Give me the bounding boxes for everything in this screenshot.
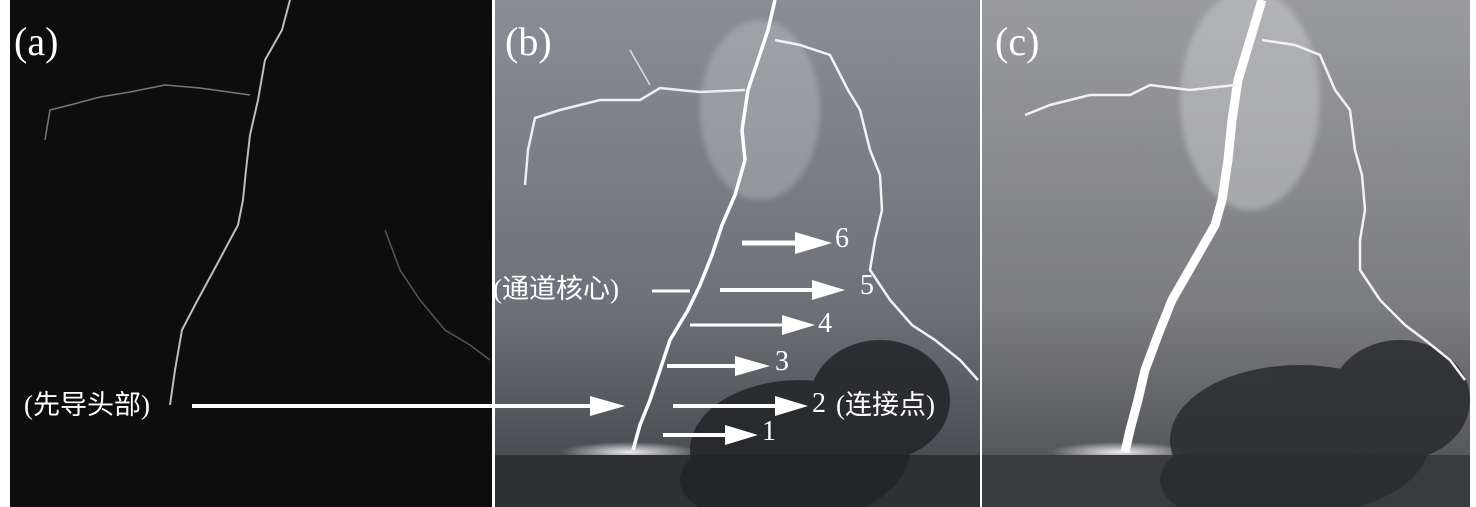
panel-label-b: (b) bbox=[505, 19, 552, 64]
arrow-3 bbox=[667, 356, 770, 376]
annotation-arrows bbox=[192, 232, 845, 445]
panel-label-c: (c) bbox=[995, 19, 1040, 64]
connection-point-label: (连接点) bbox=[836, 390, 935, 420]
arrow-5 bbox=[720, 280, 845, 300]
arrow-6 bbox=[742, 232, 832, 254]
panel-label-a: (a) bbox=[14, 19, 59, 64]
arrow-2 bbox=[673, 396, 808, 416]
marker-5: 5 bbox=[860, 270, 874, 301]
panel-b-image bbox=[492, 0, 980, 507]
marker-6: 6 bbox=[835, 223, 849, 254]
marker-1: 1 bbox=[762, 416, 776, 447]
lightning-branch bbox=[523, 86, 746, 186]
lightning-channel bbox=[631, 0, 777, 451]
panel-a-image bbox=[10, 0, 493, 507]
leader-head-arrow bbox=[192, 396, 625, 416]
leader-head-label: (先导头部) bbox=[24, 390, 150, 420]
marker-3: 3 bbox=[775, 346, 789, 377]
marker-2: 2 bbox=[812, 388, 826, 419]
lightning-branch bbox=[774, 38, 979, 381]
lightning-branch bbox=[44, 84, 251, 141]
lightning-branch bbox=[1024, 83, 1236, 117]
channel-core-label: (通道核心) bbox=[493, 274, 619, 304]
lightning-channel bbox=[1120, 0, 1267, 453]
lightning-branch bbox=[384, 229, 491, 361]
marker-4: 4 bbox=[818, 308, 832, 339]
panel-c-image bbox=[982, 0, 1470, 507]
arrow-1 bbox=[663, 425, 758, 445]
lightning-branch bbox=[1261, 38, 1466, 381]
lightning-channel bbox=[169, 0, 291, 406]
arrow-4 bbox=[690, 315, 815, 335]
